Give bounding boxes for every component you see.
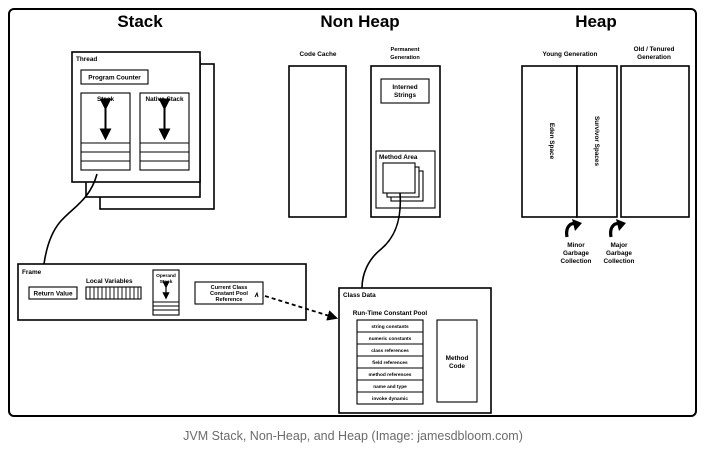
constant-pool-item: numeric constants: [369, 336, 412, 342]
constant-pool-item: method references: [369, 372, 412, 378]
non-heap-group: Code Cache Permanent Generation Interned…: [288, 47, 441, 218]
minor-gc-arrowhead-icon: [572, 219, 582, 231]
frame-group: Frame Return Value Local Variables Opera…: [17, 263, 307, 321]
operand-stack-label-line2: Stack: [160, 279, 173, 285]
current-class-ref-label-line1: Current Class: [211, 285, 248, 291]
program-counter-box: [80, 69, 149, 85]
permanent-generation-label-line2: Generation: [390, 55, 420, 61]
frame-title: Frame: [22, 269, 42, 276]
heap-group: Young Generation Old / Tenured Generatio…: [521, 46, 690, 265]
return-value-label: Return Value: [33, 291, 73, 298]
method-code-label-line2: Code: [449, 363, 465, 370]
interned-strings-label-line1: Interned: [392, 84, 417, 91]
method-code-label-line1: Method: [446, 355, 469, 362]
young-generation-label: Young Generation: [543, 51, 598, 58]
survivor-spaces-label: Survivor Spaces: [593, 116, 600, 167]
interned-strings-label-line2: Strings: [394, 92, 416, 99]
minor-gc-label-line2: Garbage: [563, 250, 589, 257]
jvm-stack-label: Stack: [97, 96, 114, 103]
constant-pool-item: name and type: [373, 384, 407, 390]
local-variables-label: Local Variables: [86, 278, 133, 285]
current-class-ref-label-line3: Reference: [215, 297, 242, 303]
section-title-heap: Heap: [575, 12, 617, 31]
constant-pool-item: class references: [371, 348, 409, 354]
old-generation-box: [620, 65, 690, 218]
reference-pointer-icon: [254, 291, 259, 298]
method-code-box: [436, 319, 478, 403]
local-variables-slots: [89, 287, 139, 299]
major-gc-label-line1: Major: [610, 242, 628, 249]
section-title-stack: Stack: [117, 12, 163, 31]
figure-caption: JVM Stack, Non-Heap, and Heap (Image: ja…: [183, 429, 523, 443]
section-title-non-heap: Non Heap: [320, 12, 399, 31]
program-counter-label: Program Counter: [88, 75, 141, 82]
connector-method-area-to-class-data: [361, 192, 402, 289]
constant-pool-reference-arrow: [264, 295, 339, 321]
code-cache-box: [288, 65, 347, 218]
method-area-label: Method Area: [379, 154, 418, 161]
code-cache-label: Code Cache: [300, 51, 337, 58]
old-generation-label-line2: Generation: [637, 54, 671, 61]
major-gc-label-line2: Garbage: [606, 250, 632, 257]
eden-space-label: Eden Space: [548, 123, 555, 160]
minor-gc-label-line1: Minor: [567, 242, 585, 249]
constant-pool-item: invoke dynamic: [372, 396, 408, 402]
major-gc-arrowhead-icon: [616, 219, 626, 231]
minor-gc-label-line3: Collection: [561, 258, 592, 265]
interned-strings-box: [380, 78, 430, 104]
method-area-class-front: [382, 162, 416, 194]
operand-stack-label-line1: Operand: [156, 273, 176, 279]
permanent-generation-label-line1: Permanent: [391, 47, 420, 53]
major-gc-label-line3: Collection: [604, 258, 635, 265]
native-stack-label: Native Stack: [145, 96, 183, 103]
current-class-ref-box: [194, 281, 264, 305]
runtime-constant-pool-box: [356, 319, 424, 405]
current-class-ref-label-line2: Constant Pool: [210, 291, 248, 297]
runtime-constant-pool-list: string constants numeric constants class…: [357, 324, 423, 402]
constant-pool-item: string constants: [371, 324, 409, 330]
connector-thread-to-frame: [43, 173, 98, 265]
class-data-title: Class Data: [343, 292, 376, 299]
survivor-spaces-box: [576, 65, 618, 218]
local-variables-box: [85, 286, 142, 300]
class-data-group: Class Data Run-Time Constant Pool string…: [338, 287, 492, 414]
thread-group: Thread Program Counter Stack Native Stac…: [71, 51, 215, 210]
eden-space-box: [521, 65, 578, 218]
constant-pool-item: field references: [372, 360, 408, 366]
old-generation-label-line1: Old / Tenured: [634, 46, 675, 53]
thread-title: Thread: [76, 56, 97, 63]
return-value-box: [28, 286, 78, 300]
runtime-constant-pool-label: Run-Time Constant Pool: [353, 310, 428, 317]
